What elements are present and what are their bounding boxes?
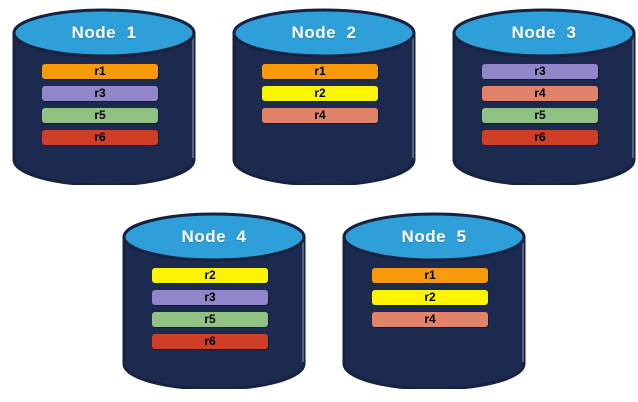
node-cylinder-5[interactable]: Node 5 r1 r2 r4 — [342, 212, 526, 389]
record-label: r3 — [534, 64, 546, 78]
record-label: r5 — [534, 108, 546, 122]
record-label: r5 — [204, 312, 216, 326]
record-label: r3 — [204, 290, 216, 304]
record-bar[interactable]: r2 — [152, 268, 268, 283]
record-bar[interactable]: r2 — [372, 290, 488, 305]
record-label: r1 — [94, 64, 106, 78]
record-bar[interactable]: r4 — [372, 312, 488, 327]
record-bar[interactable]: r1 — [262, 64, 378, 79]
record-label: r4 — [424, 312, 436, 326]
node-title: Node 1 — [71, 23, 137, 42]
record-label: r2 — [314, 86, 326, 100]
cylinder-top-disc — [122, 212, 306, 262]
record-list: r1 r3 r5 r6 — [42, 64, 158, 152]
cylinder-top-disc — [342, 212, 526, 262]
record-label: r6 — [534, 130, 546, 144]
record-bar[interactable]: r5 — [152, 312, 268, 327]
node-title: Node 2 — [291, 23, 357, 42]
node-title: Node 5 — [401, 227, 467, 246]
record-list: r1 r2 r4 — [262, 64, 378, 130]
node-title: Node 4 — [181, 227, 247, 246]
record-label: r5 — [94, 108, 106, 122]
record-label: r4 — [534, 86, 546, 100]
cylinder-top-disc — [232, 8, 416, 58]
record-bar[interactable]: r2 — [262, 86, 378, 101]
record-bar[interactable]: r5 — [42, 108, 158, 123]
record-bar[interactable]: r6 — [42, 130, 158, 145]
record-label: r1 — [314, 64, 326, 78]
record-label: r2 — [424, 290, 436, 304]
node-title: Node 3 — [511, 23, 577, 42]
node-cylinder-2[interactable]: Node 2 r1 r2 r4 — [232, 8, 416, 185]
record-label: r4 — [314, 108, 326, 122]
record-bar[interactable]: r5 — [482, 108, 598, 123]
record-label: r6 — [204, 334, 216, 348]
cylinder-top-disc — [12, 8, 196, 58]
cylinder-top-disc — [452, 8, 636, 58]
record-label: r2 — [204, 268, 216, 282]
node-cylinder-1[interactable]: Node 1 r1 r3 r5 r6 — [12, 8, 196, 185]
record-label: r1 — [424, 268, 436, 282]
record-bar[interactable]: r3 — [42, 86, 158, 101]
record-bar[interactable]: r1 — [42, 64, 158, 79]
record-list: r3 r4 r5 r6 — [482, 64, 598, 152]
record-bar[interactable]: r1 — [372, 268, 488, 283]
record-bar[interactable]: r6 — [482, 130, 598, 145]
node-cylinder-4[interactable]: Node 4 r2 r3 r5 r6 — [122, 212, 306, 389]
record-bar[interactable]: r6 — [152, 334, 268, 349]
record-bar[interactable]: r4 — [262, 108, 378, 123]
record-list: r1 r2 r4 — [372, 268, 488, 334]
record-bar[interactable]: r3 — [152, 290, 268, 305]
record-label: r6 — [94, 130, 106, 144]
record-label: r3 — [94, 86, 106, 100]
node-cylinder-3[interactable]: Node 3 r3 r4 r5 r6 — [452, 8, 636, 185]
record-bar[interactable]: r4 — [482, 86, 598, 101]
record-list: r2 r3 r5 r6 — [152, 268, 268, 356]
record-bar[interactable]: r3 — [482, 64, 598, 79]
